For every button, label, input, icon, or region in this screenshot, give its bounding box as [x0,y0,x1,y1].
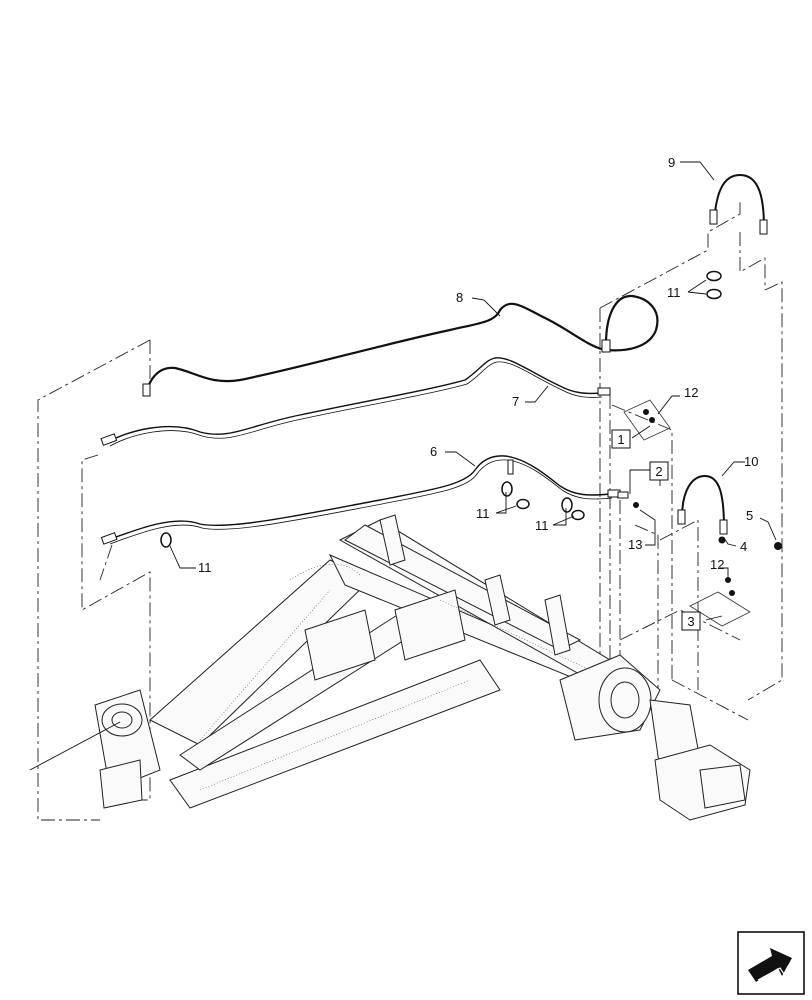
o-ring [571,509,585,521]
fitting [601,339,611,353]
cap-plug [729,590,735,596]
ref-box-1 [611,429,631,449]
callout-7: 7 [512,394,519,409]
ref-box-2 [649,461,669,481]
o-ring [501,481,513,497]
machine-frame [29,514,751,821]
fitting [617,491,629,499]
callout-8: 8 [456,290,463,305]
cap-plug [643,409,649,415]
hoses [100,173,768,545]
o-ring [516,498,530,510]
callout-10: 10 [744,454,758,469]
hose-9 [713,173,765,229]
callout-5: 5 [746,508,753,523]
fitting [507,459,514,475]
cap-plug [649,417,655,423]
cap-plug [725,577,731,583]
fitting [719,519,728,535]
ref-box-2-label: 2 [655,464,662,479]
fitting [100,532,118,545]
callout-11-mid-right: 11 [535,518,549,533]
fitting [709,209,718,225]
ref-box-3 [681,611,701,631]
fitting [142,383,151,397]
callout-6: 6 [430,444,437,459]
o-ring [561,497,573,513]
leader-lines [169,161,777,621]
hose-8 [144,294,659,393]
fitting [100,433,118,446]
callout-numbers: 9 11 8 7 12 6 10 5 11 11 11 13 4 12 [198,155,758,575]
boxed-labels: 1 2 3 [611,429,701,631]
callout-4: 4 [740,539,747,554]
callout-11-left: 11 [198,560,212,575]
cap-plug [718,536,726,544]
ref-box-3-label: 3 [687,614,694,629]
callout-12-lower: 12 [710,557,724,572]
cap-plug [774,542,782,550]
fitting [759,219,768,235]
hose-6 [107,455,611,541]
ref-box-1-label: 1 [617,432,624,447]
callout-11-mid-left: 11 [476,506,490,521]
o-ring [706,288,722,300]
cap-plug [633,502,639,508]
callout-13: 13 [628,537,642,552]
phantom-routing-lines [37,200,783,821]
o-ring [706,270,722,282]
fitting [597,387,611,396]
o-rings [160,270,782,596]
tag-plates [623,399,751,627]
fitting [677,509,686,525]
forward-arrow-icon[interactable] [737,931,805,995]
callout-11-top: 11 [667,285,681,300]
o-ring [160,532,172,548]
callout-12-upper: 12 [684,385,698,400]
callout-9: 9 [668,155,675,170]
hose-10 [681,474,725,529]
hose-7 [107,357,601,443]
